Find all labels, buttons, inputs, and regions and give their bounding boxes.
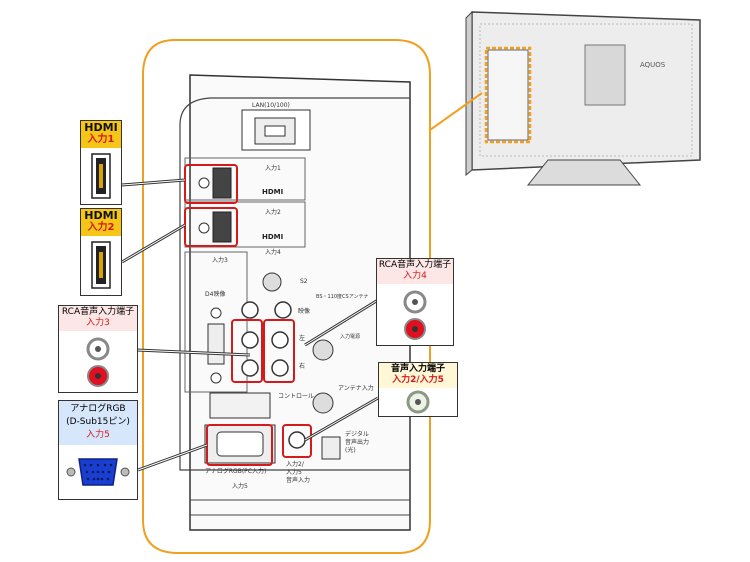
rca4-callout: RCA音声入力端子 入力4: [376, 258, 454, 346]
audio-in-2: 入力5: [286, 468, 302, 476]
hdmi1-highlight: [184, 164, 238, 204]
rca4-callout-sub: 入力4: [403, 271, 427, 281]
audio25-highlight: [282, 424, 312, 458]
digital-out-3: (光): [345, 446, 356, 454]
hdmi2-callout-sub: 入力2: [87, 222, 115, 233]
input1-label: 入力1: [265, 164, 281, 172]
rca4-callout-title: RCA音声入力端子: [378, 260, 452, 270]
antenna-label: アンテナ入力: [338, 384, 374, 392]
analog-rgb-callout: アナログRGB (D-Sub15ピン) 入力5: [58, 400, 138, 500]
hdmi1-callout-sub: 入力1: [87, 134, 115, 145]
hdmi-port-icon: [91, 241, 111, 289]
analog-rgb-label: アナログRGB(PC入力): [205, 467, 266, 475]
audio-l-label: 左: [299, 334, 305, 342]
analog-callout-line3: 入力5: [86, 430, 110, 440]
highlight-region: [484, 46, 532, 144]
bs-note-2: 入力電源: [340, 333, 360, 340]
control-label: コントロール: [278, 393, 314, 400]
audio25-callout-sub: 入力2/入力5: [392, 375, 444, 385]
audio25-callout: 音声入力端子 入力2/入力5: [378, 362, 458, 417]
hdmi2-highlight: [184, 207, 238, 247]
rca3-callout-sub: 入力3: [86, 318, 110, 328]
input2-label: 入力2: [265, 208, 281, 216]
magnifier-pointer-line: [429, 92, 483, 131]
digital-out-1: デジタル: [345, 430, 369, 438]
audio-in-3: 音声入力: [286, 476, 310, 484]
magnifier-outline: [142, 39, 431, 554]
analog-callout-line1: アナログRGB: [70, 404, 126, 414]
hdmi2-callout-title: HDMI: [84, 209, 118, 222]
s2-label: S2: [300, 278, 308, 285]
analog-rgb-callout-header: アナログRGB (D-Sub15ピン) 入力5: [59, 401, 137, 445]
hdmi2-logo: HDMI: [262, 233, 283, 241]
digital-out-2: 音声出力: [345, 438, 369, 446]
tv-rear-thumbnail: AQUOS: [465, 10, 701, 186]
highlight-boxes: [184, 164, 312, 466]
rca3-highlight: [231, 319, 263, 383]
audio-r-label: 右: [299, 362, 305, 370]
hdmi1-callout-title: HDMI: [84, 121, 118, 134]
dsub15-icon: [66, 458, 130, 486]
analog-callout-line2: (D-Sub15ピン): [66, 417, 130, 427]
bs-note-1: BS・110度CSアンテナ: [316, 293, 369, 300]
video-label: 映像: [298, 307, 310, 315]
rca4-highlight: [263, 319, 295, 383]
tv-brand-label: AQUOS: [640, 61, 666, 69]
audio-jack-icon: [406, 390, 430, 414]
d4-label: D4映像: [205, 290, 225, 298]
lan-label: LAN(10/100): [252, 102, 290, 109]
input5-label: 入力5: [232, 482, 248, 490]
audio-in-1: 入力2/: [286, 460, 305, 468]
rca-jacks-icon: [403, 290, 427, 340]
input3-label: 入力3: [212, 256, 228, 264]
hdmi-port-icon: [91, 153, 111, 199]
rca3-callout-title: RCA音声入力端子: [61, 307, 135, 317]
rca-jacks-icon: [86, 337, 110, 387]
input4-label: 入力4: [265, 248, 281, 256]
hdmi1-callout: HDMI 入力1: [80, 120, 122, 205]
audio25-callout-title: 音声入力端子: [390, 364, 445, 374]
hdmi2-callout: HDMI 入力2: [80, 208, 122, 296]
hdmi1-logo: HDMI: [262, 188, 283, 196]
rca3-callout: RCA音声入力端子 入力3: [58, 305, 138, 393]
